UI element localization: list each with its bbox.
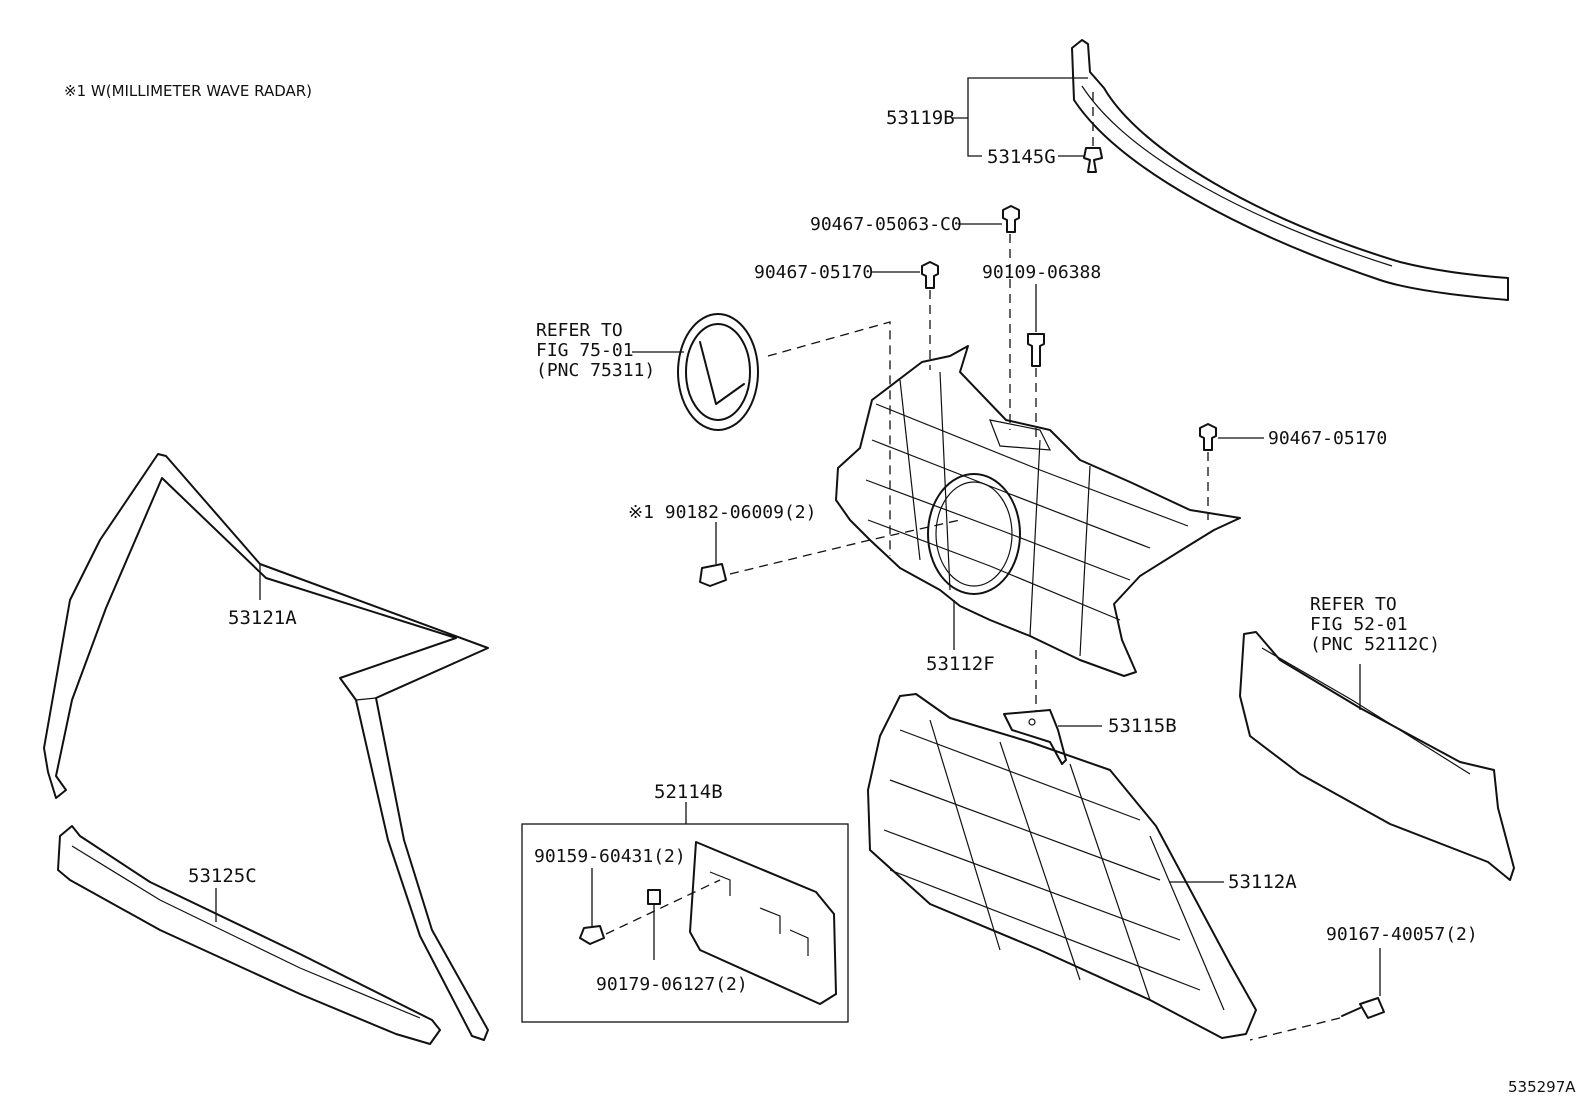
label-53145G: 53145G: [987, 146, 1056, 168]
label-53112F: 53112F: [926, 653, 995, 675]
leader-53119B: [967, 77, 1088, 157]
refer-52-line3: (PNC 52112C): [1310, 634, 1440, 655]
refer-75-line1: REFER TO: [536, 320, 623, 341]
license-bracket-box: [521, 823, 849, 1023]
clip-53145G: [1083, 147, 1103, 173]
grille-53112A: [867, 693, 1257, 1039]
clip-90467-05170-a: [921, 261, 939, 289]
label-90159-60431: 90159-60431(2): [534, 846, 686, 867]
label-52114B: 52114B: [654, 781, 723, 803]
label-90182-06009: ※1 90182-06009(2): [628, 502, 816, 523]
label-90467-05170-a: 90467-05170: [754, 262, 873, 283]
clip-90467-05063: [1002, 205, 1020, 233]
label-90467-05170-b: 90467-05170: [1268, 428, 1387, 449]
clip-90467-05170-b: [1199, 423, 1217, 451]
label-90167-40057: 90167-40057(2): [1326, 924, 1478, 945]
bracket-53115B: [1003, 709, 1067, 765]
diagram-id: 535297A: [1508, 1078, 1576, 1096]
grille-53112F: [835, 345, 1241, 677]
nut-90182-06009: [699, 563, 727, 587]
bolt-90109-06388: [1027, 333, 1045, 367]
label-90467-05063-C0: 90467-05063-C0: [810, 214, 962, 235]
radar-note: ※1 W(MILLIMETER WAVE RADAR): [64, 82, 312, 100]
label-90109-06388: 90109-06388: [982, 262, 1101, 283]
cover-52112C: [1239, 631, 1515, 881]
molding-53125C: [57, 825, 441, 1045]
refer-75-line2: FIG 75-01: [536, 340, 634, 361]
refer-52-line2: FIG 52-01: [1310, 614, 1408, 635]
label-53112A: 53112A: [1228, 871, 1297, 893]
label-90179-06127: 90179-06127(2): [596, 974, 748, 995]
nut-90179-06127: [647, 889, 661, 905]
part-53119B-molding: [1071, 39, 1509, 301]
screw-90159-60431: [579, 925, 605, 945]
label-53121A: 53121A: [228, 607, 297, 629]
label-53115B: 53115B: [1108, 715, 1177, 737]
label-53125C: 53125C: [188, 865, 257, 887]
refer-52-line1: REFER TO: [1310, 594, 1397, 615]
molding-53121A: [43, 453, 489, 1041]
license-bracket-52114B: [689, 841, 837, 1005]
emblem-75311: [677, 313, 759, 431]
refer-75-line3: (PNC 75311): [536, 360, 655, 381]
label-53119B: 53119B: [886, 107, 955, 129]
bolt-90167-40057: [1341, 997, 1385, 1019]
